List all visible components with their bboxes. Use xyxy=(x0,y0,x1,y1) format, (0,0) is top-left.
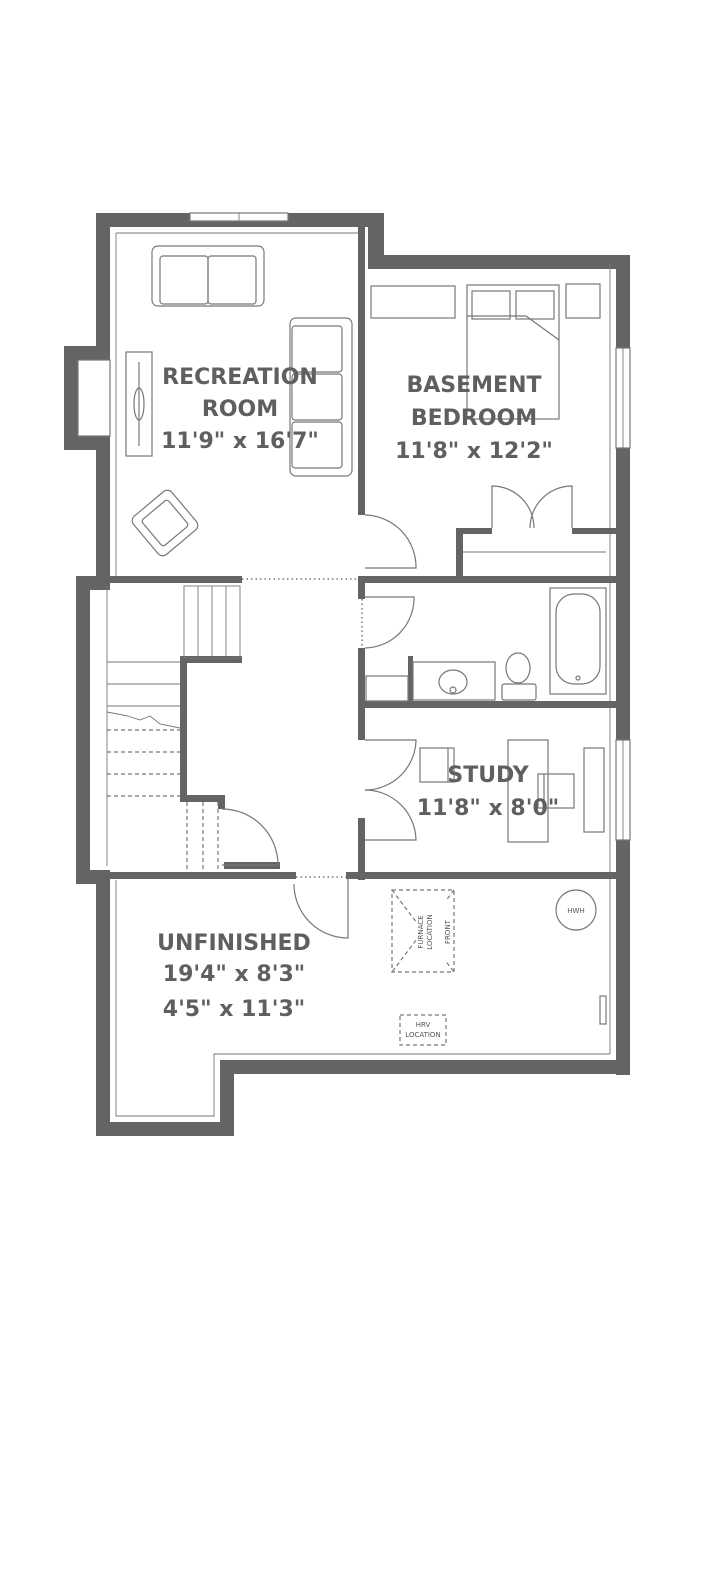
bedroom-title-1: BASEMENT xyxy=(406,373,541,398)
bedroom-title-2: BEDROOM xyxy=(411,406,537,431)
furnace-label-1: FURNACE xyxy=(417,915,425,948)
unfinished-dims-2: 4'5" x 11'3" xyxy=(163,997,305,1022)
unfinished-dims-1: 19'4" x 8'3" xyxy=(163,962,305,987)
recreation-room-title-1: RECREATION xyxy=(162,365,318,390)
recreation-room-dims: 11'9" x 16'7" xyxy=(161,429,319,454)
hwh-label: HWH xyxy=(567,907,584,915)
room-labels: RECREATION ROOM 11'9" x 16'7" BASEMENT B… xyxy=(157,365,585,1039)
bathroom-fixtures xyxy=(242,578,607,702)
windows xyxy=(77,212,631,841)
furnace-label-2: LOCATION xyxy=(426,914,434,949)
recreation-room-title-2: ROOM xyxy=(202,397,278,422)
exterior-walls xyxy=(64,213,630,1136)
hrv-label-2: LOCATION xyxy=(405,1031,440,1039)
bedroom-dims: 11'8" x 12'2" xyxy=(395,439,553,464)
furnace-front-label: FRONT xyxy=(444,919,452,944)
study-furniture xyxy=(364,739,605,843)
bedroom-furniture xyxy=(364,283,606,569)
unfinished-title: UNFINISHED xyxy=(157,931,311,956)
recreation-furniture xyxy=(125,245,353,557)
study-title: STUDY xyxy=(447,763,529,788)
stairs xyxy=(106,585,279,870)
study-dims: 11'8" x 8'0" xyxy=(417,796,559,821)
unfinished-fixtures xyxy=(293,876,607,1046)
interior-walls xyxy=(110,227,616,880)
hrv-label-1: HRV xyxy=(416,1021,431,1029)
